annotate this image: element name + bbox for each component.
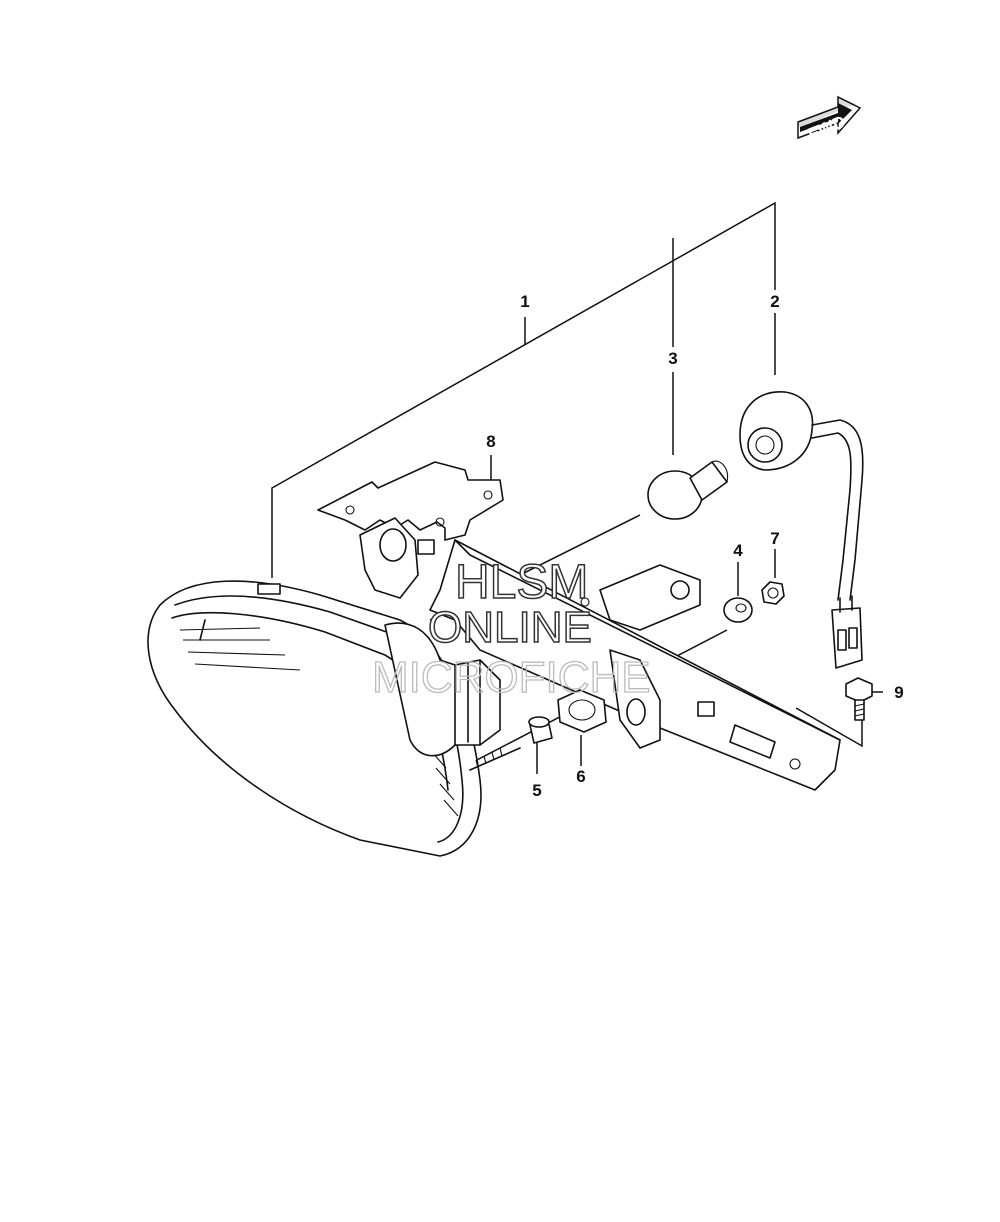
callout-3: 3	[668, 349, 677, 368]
nut	[761, 581, 785, 605]
watermark: HLSM ONLINE MICROFICHE	[371, 555, 651, 702]
washer	[723, 597, 753, 623]
tail-lamp-housing	[147, 580, 521, 857]
callout-2: 2	[770, 292, 779, 311]
callout-1: 1	[520, 292, 529, 311]
callout-labels: 1 2 3 4 5 6 7 8 9	[486, 292, 903, 800]
watermark-line3: MICROFICHE	[372, 653, 651, 702]
socket-harness	[739, 391, 864, 669]
fwd-arrow-icon: FWD	[797, 95, 862, 144]
collar	[528, 716, 553, 744]
callout-4: 4	[733, 541, 743, 560]
callout-9: 9	[894, 683, 903, 702]
bulb	[647, 460, 729, 520]
callout-7: 7	[770, 529, 779, 548]
mounting-bracket	[317, 461, 841, 791]
callout-8: 8	[486, 432, 495, 451]
callout-6: 6	[576, 767, 585, 786]
watermark-line2: ONLINE	[428, 603, 592, 652]
bolt	[845, 677, 873, 721]
watermark-line1: HLSM	[455, 556, 588, 609]
callout-5: 5	[532, 781, 541, 800]
grommet	[557, 689, 607, 733]
